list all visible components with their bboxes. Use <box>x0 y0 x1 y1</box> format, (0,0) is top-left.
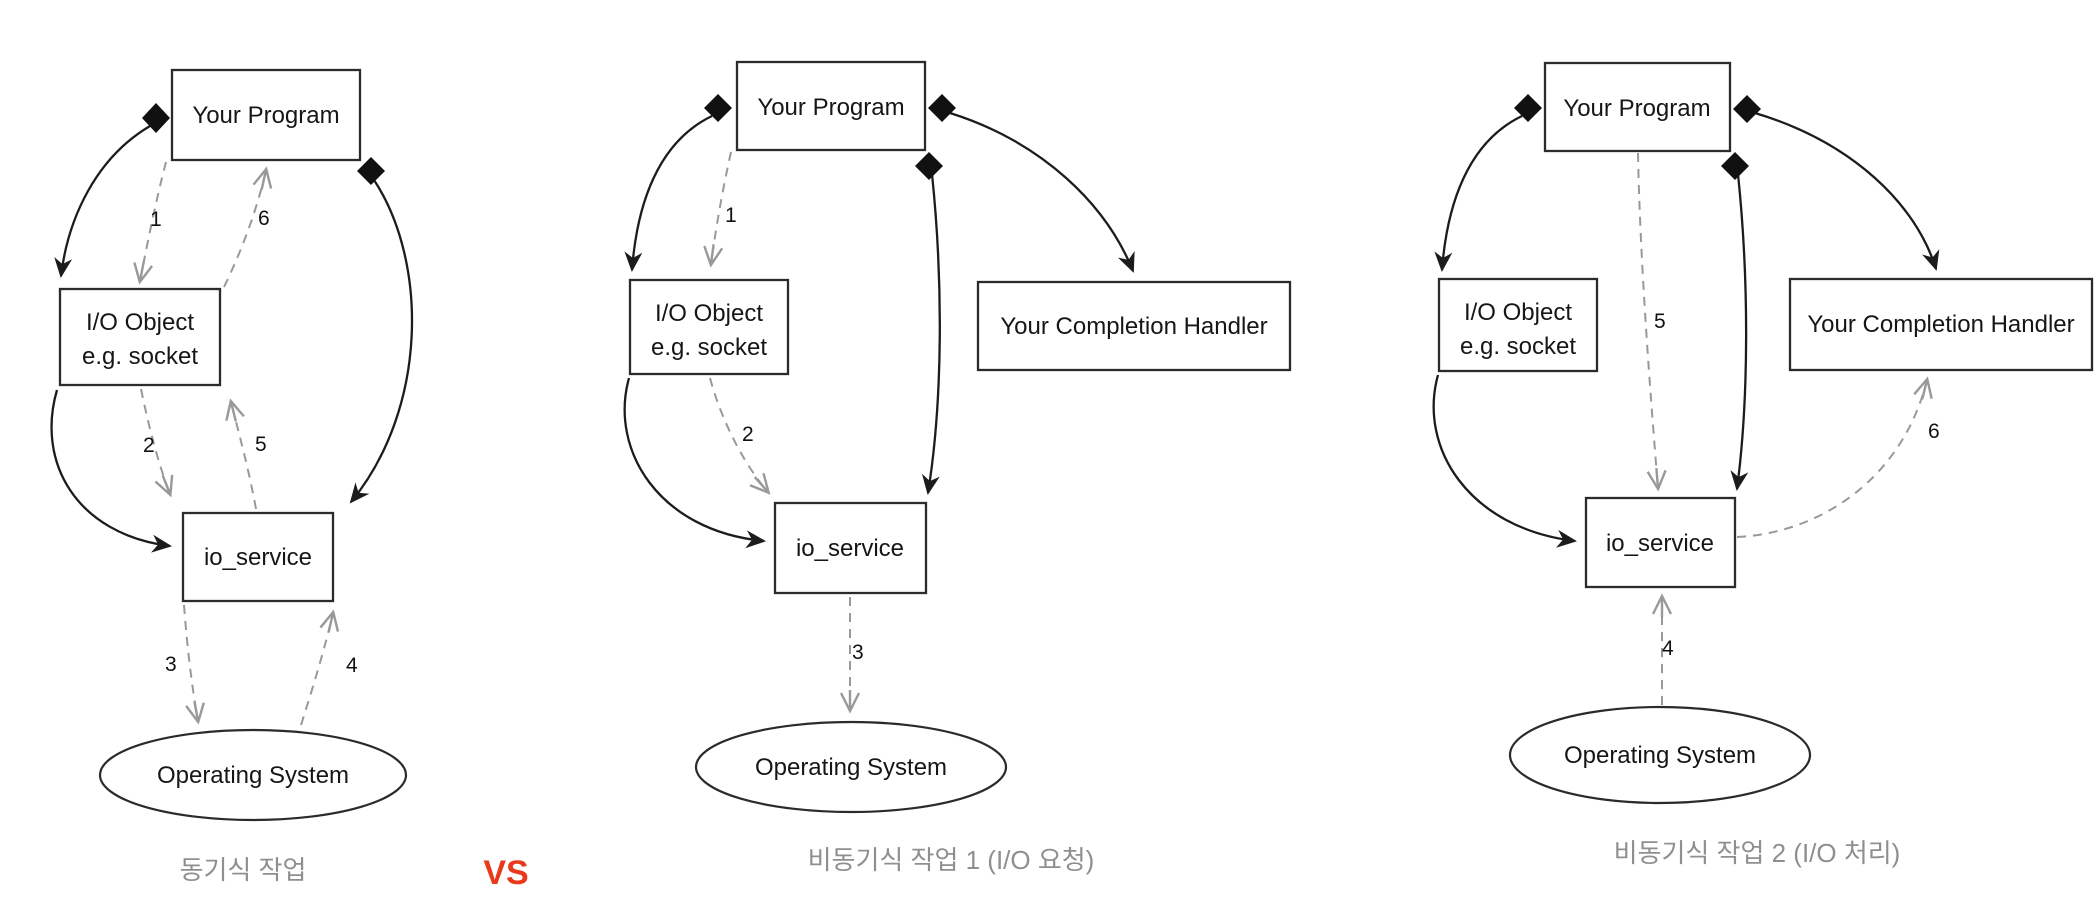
io-object-node <box>58 287 222 387</box>
edge-program-to-ioservice <box>921 173 941 495</box>
step-3-label: 3 <box>852 641 864 664</box>
io-service-node <box>1584 496 1737 589</box>
step-3-label: 3 <box>165 653 177 676</box>
step-6-label: 6 <box>258 207 270 230</box>
step-4-label: 4 <box>1662 637 1674 660</box>
step-4-label: 4 <box>346 654 358 677</box>
edge-step3 <box>183 604 205 725</box>
edge-step4 <box>300 609 340 726</box>
async1-dashed-edges <box>703 151 861 714</box>
async2-diagram: 5 4 6 Your Program I/O Object e.g. socke… <box>1432 61 2094 868</box>
edge-step2 <box>140 388 174 498</box>
your-program-label: Your Program <box>192 102 339 129</box>
edge-ioobject-to-ioservice <box>1432 374 1577 548</box>
sync-caption: 동기식 작업 <box>180 855 307 885</box>
io-object-label-line1: I/O Object <box>1464 299 1572 326</box>
async1-diagram: 1 2 3 Your Program I/O Object e.g. socke… <box>623 60 1292 875</box>
sync-dashed-edges <box>133 161 340 726</box>
edge-program-to-ioobject <box>624 114 713 272</box>
operating-system-node <box>1508 705 1812 805</box>
edge-program-to-ioservice <box>1730 173 1749 491</box>
io-object-label-line1: I/O Object <box>86 309 194 336</box>
io-object-node <box>628 278 790 376</box>
operating-system-label: Operating System <box>755 754 947 781</box>
step-5-label: 5 <box>255 433 267 456</box>
operating-system-label: Operating System <box>1564 742 1756 769</box>
step-5-label: 5 <box>1654 310 1666 333</box>
io-service-node <box>773 501 928 595</box>
your-program-label: Your Program <box>1563 95 1710 122</box>
your-program-node <box>1543 61 1732 153</box>
operating-system-label: Operating System <box>157 762 349 789</box>
io-service-label: io_service <box>796 535 904 562</box>
diamond-program-bottom-right <box>1721 152 1749 180</box>
step-1-label: 1 <box>725 204 737 227</box>
io-service-label: io_service <box>204 544 312 571</box>
io-object-label-line2: e.g. socket <box>1460 333 1576 360</box>
edge-program-to-handler <box>1754 111 1940 271</box>
operating-system-node <box>694 720 1008 814</box>
vs-label: VS <box>483 854 528 892</box>
your-program-node <box>735 60 927 152</box>
edge-ioobject-to-ioservice <box>50 389 172 553</box>
diamond-program-bottom-right <box>915 152 943 180</box>
diamond-program-right <box>1733 95 1761 123</box>
io-object-node <box>1437 277 1599 373</box>
completion-handler-label: Your Completion Handler <box>1000 313 1267 340</box>
edge-step6 <box>223 166 273 288</box>
edge-step5 <box>1637 152 1667 492</box>
sync-solid-edges <box>50 125 414 553</box>
io-object-label-line2: e.g. socket <box>651 334 767 361</box>
async2-solid-edges <box>1432 111 1940 548</box>
step-6-label: 6 <box>1928 420 1940 443</box>
edge-program-to-ioobject <box>1434 114 1523 272</box>
your-program-label: Your Program <box>757 94 904 121</box>
step-1-label: 1 <box>150 208 162 231</box>
step-2-label: 2 <box>742 423 754 446</box>
edge-step2 <box>709 377 771 495</box>
async1-caption: 비동기식 작업 1 (I/O 요청) <box>808 845 1095 875</box>
operating-system-node <box>98 728 408 822</box>
io-service-node <box>181 511 335 603</box>
io-service-label: io_service <box>1606 530 1714 557</box>
async2-caption: 비동기식 작업 2 (I/O 처리) <box>1614 838 1901 868</box>
completion-handler-node <box>1788 277 2094 372</box>
step-2-label: 2 <box>143 434 155 457</box>
async2-dashed-edges <box>1637 152 1933 705</box>
diamond-program-left <box>704 94 732 122</box>
edge-step5 <box>225 398 257 510</box>
edge-step6 <box>1736 376 1933 538</box>
sync-diagram: 1 6 2 5 3 4 Your Program I/O Object e.g.… <box>50 68 414 885</box>
edge-program-to-ioservice <box>349 179 414 504</box>
edge-program-to-ioobject <box>54 125 151 278</box>
edge-step1 <box>703 151 732 268</box>
diamond-program-left <box>1514 94 1542 122</box>
edge-ioobject-to-ioservice <box>623 377 766 549</box>
diamond-program-right <box>928 94 956 122</box>
your-program-node <box>170 68 362 162</box>
io-object-label-line2: e.g. socket <box>82 343 198 370</box>
async1-solid-edges <box>623 111 1135 549</box>
edge-program-to-handler <box>949 111 1135 273</box>
completion-handler-label: Your Completion Handler <box>1807 311 2074 338</box>
diamond-program-bottom-right <box>357 157 385 185</box>
io-object-label-line1: I/O Object <box>655 300 763 327</box>
completion-handler-node <box>976 280 1292 372</box>
diamond-program-left <box>142 103 170 133</box>
